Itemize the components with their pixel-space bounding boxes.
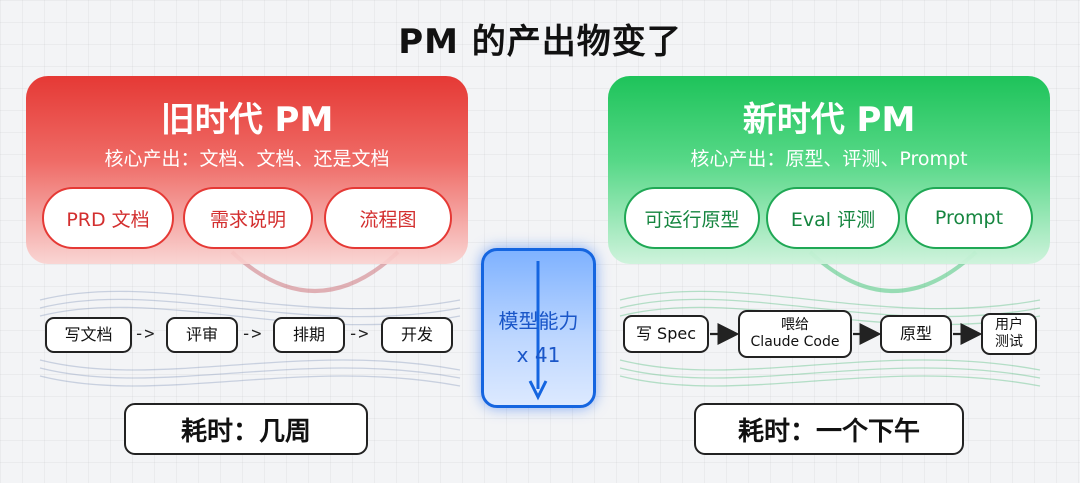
old-flow-step-write-doc: 写文档 [45,317,132,353]
output-pill-prototype: 可运行原型 [624,187,760,249]
model-capability-label: 模型能力 [498,309,579,333]
output-pill-prd: PRD 文档 [42,187,174,249]
old-era-panel: 旧时代 PM 核心产出：文档、文档、还是文档 PRD 文档 需求说明 流程图 [26,76,468,264]
new-era-time: 耗时：一个下午 [694,403,964,455]
new-flow-step-prototype: 原型 [880,315,952,353]
new-flow-step-write-spec: 写 Spec [623,315,709,353]
old-era-subtitle: 核心产出：文档、文档、还是文档 [104,148,390,170]
new-flow-step-claude-code: 喂给 Claude Code [738,310,852,358]
model-capability-box: 模型能力 x 41 [481,248,596,408]
output-pill-flowchart: 流程图 [324,187,452,249]
old-flow-arrow: -> [134,324,155,344]
output-pill-eval: Eval 评测 [766,187,900,249]
old-era-time: 耗时：几周 [124,403,368,455]
old-flow-arrow: -> [348,324,369,344]
down-arrow-icon [528,261,548,401]
old-flow-step-develop: 开发 [381,317,453,353]
output-pill-requirements: 需求说明 [183,187,313,249]
new-era-title: 新时代 PM [742,100,916,140]
new-era-panel: 新时代 PM 核心产出：原型、评测、Prompt 可运行原型 Eval 评测 P… [608,76,1050,264]
old-era-title: 旧时代 PM [160,100,334,140]
old-flow-step-schedule: 排期 [273,317,345,353]
new-era-subtitle: 核心产出：原型、评测、Prompt [690,148,968,170]
old-flow-step-review: 评审 [166,317,238,353]
model-capability-multiplier: x 41 [516,343,561,367]
old-flow-arrow: -> [241,324,262,344]
page-title: PM 的产出物变了 [398,22,682,62]
new-flow-step-user-test: 用户 测试 [981,313,1037,355]
output-pill-prompt: Prompt [905,187,1033,249]
